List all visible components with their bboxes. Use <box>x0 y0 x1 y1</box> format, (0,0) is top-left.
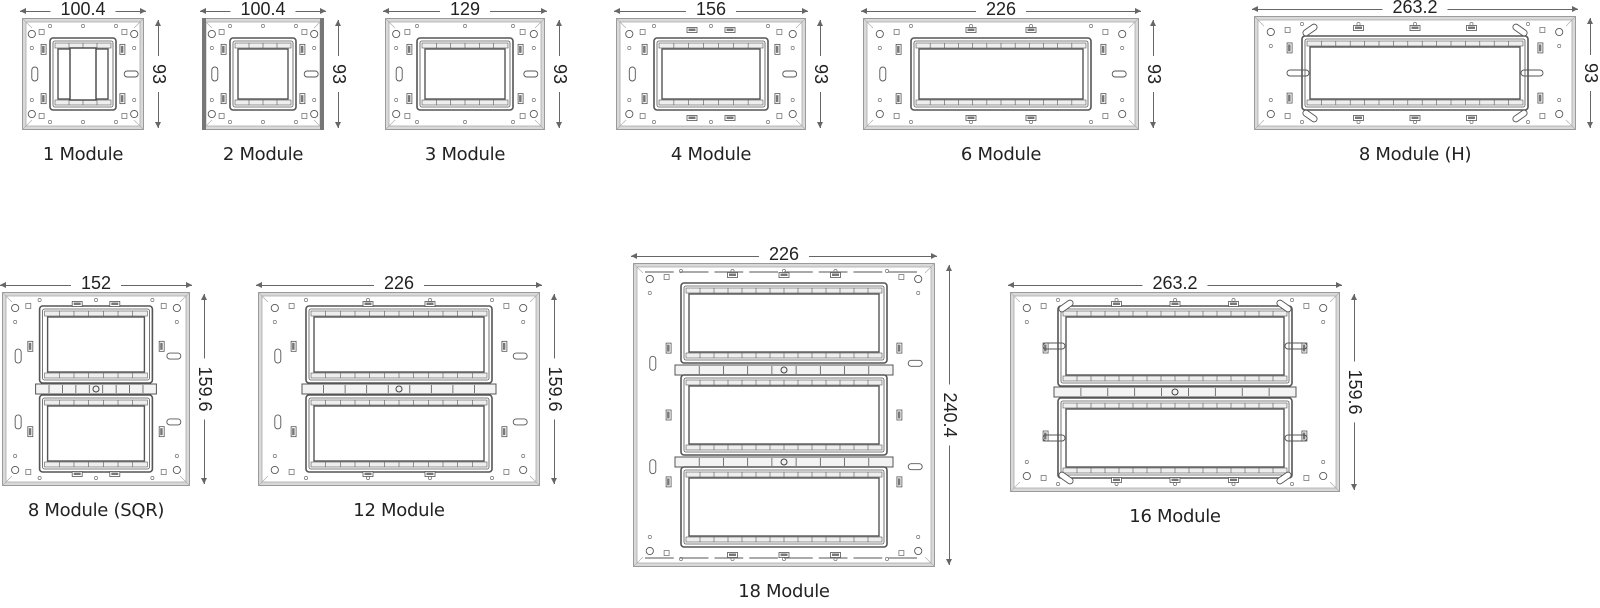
width-dimension-value: 100.4 <box>230 0 296 19</box>
height-dimension-value: 93 <box>811 55 831 93</box>
width-dimension-value: 226 <box>975 0 1027 19</box>
width-dimension-value: 226 <box>373 273 425 293</box>
plate-3-module <box>385 18 545 130</box>
height-dimension: 93 <box>149 20 169 128</box>
height-dimension-value: 93 <box>1144 55 1164 93</box>
plate-8-module-sqr <box>2 292 190 486</box>
plate-1-module <box>22 18 144 130</box>
plate-caption: 2 Module <box>222 144 304 165</box>
height-dimension-value: 159.6 <box>545 358 565 420</box>
plate-caption: 18 Module <box>738 581 830 602</box>
plate-caption: 16 Module <box>1129 506 1221 527</box>
plate-caption: 8 Module (SQR) <box>27 500 165 521</box>
height-dimension-value: 93 <box>550 55 570 93</box>
height-dimension: 93 <box>329 20 349 128</box>
width-dimension-value: 129 <box>439 0 491 19</box>
height-dimension-value: 93 <box>329 55 349 93</box>
plate-drawing <box>385 18 545 130</box>
plate-caption: 3 Module <box>424 144 506 165</box>
height-dimension-value: 159.6 <box>195 358 215 420</box>
plate-drawing <box>863 18 1139 130</box>
plate-drawing <box>1254 16 1576 130</box>
width-dimension: 226 <box>256 273 542 293</box>
plate-18-module <box>633 263 935 567</box>
width-dimension: 100.4 <box>200 0 326 19</box>
height-dimension-value: 93 <box>1581 54 1600 92</box>
plate-16-module <box>1010 292 1340 492</box>
height-dimension: 159.6 <box>1345 294 1365 490</box>
width-dimension: 226 <box>631 244 937 264</box>
width-dimension: 263.2 <box>1008 273 1342 293</box>
height-dimension: 240.4 <box>940 265 960 565</box>
plate-12-module <box>258 292 540 486</box>
width-dimension: 152 <box>0 273 192 293</box>
plate-caption: 1 Module <box>42 144 124 165</box>
plate-drawing <box>633 263 935 567</box>
plate-drawing <box>258 292 540 486</box>
plate-drawing <box>616 18 806 130</box>
width-dimension-value: 226 <box>758 244 810 264</box>
height-dimension: 159.6 <box>545 294 565 484</box>
width-dimension-value: 100.4 <box>50 0 116 19</box>
height-dimension-value: 93 <box>149 55 169 93</box>
width-dimension-value: 156 <box>685 0 737 19</box>
height-dimension: 93 <box>550 20 570 128</box>
width-dimension-value: 263.2 <box>1382 0 1448 17</box>
height-dimension-value: 159.6 <box>1345 361 1365 423</box>
height-dimension-value: 240.4 <box>940 384 960 446</box>
plate-drawing <box>22 18 144 130</box>
width-dimension: 226 <box>861 0 1141 19</box>
width-dimension: 156 <box>614 0 808 19</box>
height-dimension: 93 <box>1581 18 1600 128</box>
width-dimension-value: 263.2 <box>1142 273 1208 293</box>
plate-caption: 6 Module <box>960 144 1042 165</box>
plate-caption: 12 Module <box>353 500 445 521</box>
plate-caption: 4 Module <box>670 144 752 165</box>
height-dimension: 93 <box>1144 20 1164 128</box>
height-dimension: 159.6 <box>195 294 215 484</box>
plate-8-module-h <box>1254 16 1576 130</box>
width-dimension-value: 152 <box>70 273 122 293</box>
width-dimension: 129 <box>383 0 547 19</box>
plate-6-module <box>863 18 1139 130</box>
width-dimension: 100.4 <box>20 0 146 19</box>
height-dimension: 93 <box>811 20 831 128</box>
plate-drawing <box>1010 292 1340 492</box>
plate-drawing <box>202 18 324 130</box>
plate-drawing <box>2 292 190 486</box>
width-dimension: 263.2 <box>1252 0 1578 17</box>
plate-caption: 8 Module (H) <box>1358 144 1472 165</box>
plate-2-module <box>202 18 324 130</box>
plate-4-module <box>616 18 806 130</box>
